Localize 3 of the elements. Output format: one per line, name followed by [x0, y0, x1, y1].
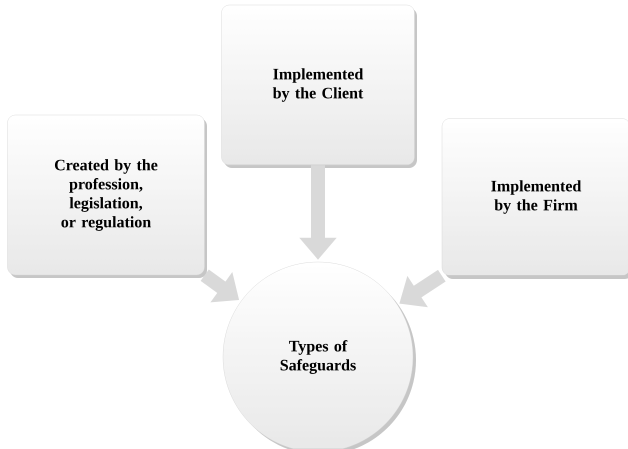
process-box: Implemented by the Firm: [442, 118, 628, 276]
process-box: Created by the profession, legislation, or regulation: [7, 114, 205, 276]
process-box: Implemented by the Client: [221, 4, 415, 166]
